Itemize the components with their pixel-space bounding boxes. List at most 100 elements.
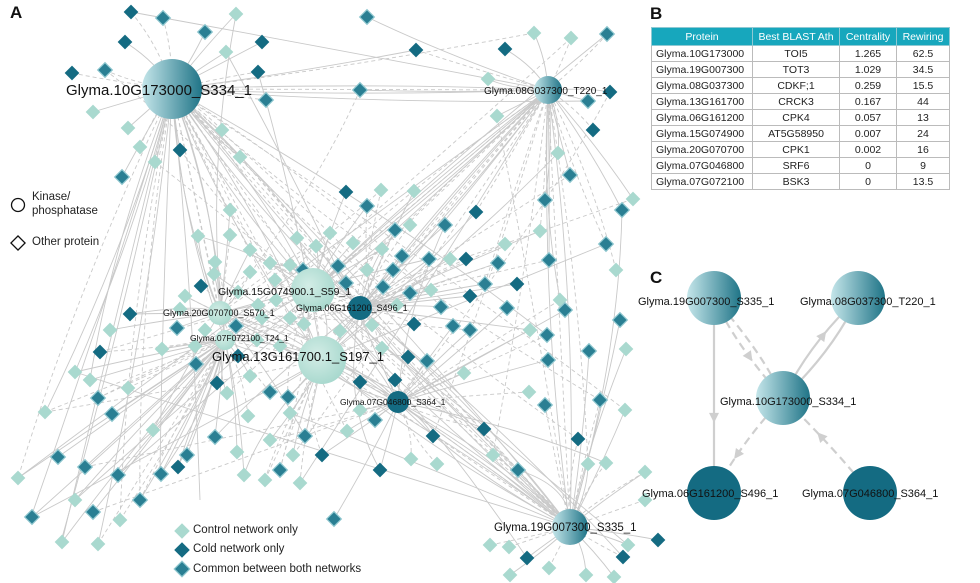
- interaction-edge: [257, 71, 323, 361]
- protein-diamond: [10, 470, 26, 486]
- table-cell: 13.5: [896, 173, 950, 190]
- protein-diamond: [338, 184, 354, 200]
- protein-diamond: [206, 428, 224, 446]
- interaction-edge: [397, 299, 561, 403]
- centrality-table: Protein Best BLAST Ath Centrality Rewiri…: [651, 27, 950, 190]
- legend-diamond-symbol: [10, 235, 26, 251]
- interaction-edge: [299, 89, 549, 484]
- protein-diamond: [351, 81, 369, 99]
- protein-diamond: [578, 567, 594, 583]
- protein-diamond: [289, 230, 305, 246]
- interaction-edge: [171, 88, 442, 308]
- edge-arrowhead: [709, 412, 719, 423]
- protein-diamond: [502, 567, 518, 583]
- protein-diamond: [89, 389, 107, 407]
- protein-diamond: [613, 201, 631, 219]
- interaction-edge: [312, 289, 571, 528]
- protein-diamond: [521, 384, 537, 400]
- hub-label: Glyma.10G173000_S334_1: [66, 82, 252, 99]
- protein-diamond: [456, 365, 472, 381]
- protein-diamond: [85, 104, 101, 120]
- table-cell: 1.265: [839, 45, 897, 62]
- protein-diamond: [218, 44, 234, 60]
- table-cell: 16: [896, 141, 950, 158]
- protein-diamond: [268, 292, 284, 308]
- protein-diamond: [489, 108, 505, 124]
- protein-diamond: [292, 475, 308, 491]
- protein-diamond: [498, 299, 516, 317]
- protein-diamond: [359, 262, 375, 278]
- interaction-edge: [139, 339, 226, 501]
- interaction-edge: [546, 89, 571, 528]
- interaction-edge: [359, 230, 541, 309]
- table-cell: CRCK3: [752, 93, 840, 110]
- table-cell: 0.057: [839, 109, 897, 126]
- protein-diamond: [436, 216, 454, 234]
- protein-diamond: [387, 372, 403, 388]
- hub-node: [208, 301, 232, 325]
- protein-diamond: [585, 122, 601, 138]
- protein-diamond: [374, 241, 390, 257]
- protein-diamond: [282, 257, 298, 273]
- interaction-edge: [359, 283, 486, 309]
- protein-diamond: [222, 227, 238, 243]
- protein-diamond: [329, 257, 347, 275]
- protein-diamond: [406, 183, 422, 199]
- interaction-edge: [359, 89, 549, 309]
- interaction-edge: [92, 339, 226, 513]
- protein-diamond: [386, 221, 404, 239]
- edge-arrowhead: [742, 350, 753, 362]
- network-c-node: [843, 466, 897, 520]
- protein-diamond: [497, 41, 513, 57]
- table-header-blast: Best BLAST Ath: [752, 27, 840, 46]
- protein-diamond: [602, 84, 618, 100]
- table-cell: Glyma.07G046800: [651, 157, 753, 174]
- protein-diamond: [254, 34, 270, 50]
- interaction-edge: [475, 89, 549, 213]
- interaction-edge: [312, 89, 549, 291]
- protein-diamond: [67, 364, 83, 380]
- hub-label: Glyma.07G046800_S364_1: [340, 397, 446, 407]
- interaction-edge: [359, 189, 382, 309]
- protein-diamond: [615, 549, 631, 565]
- protein-diamond: [196, 23, 214, 41]
- interaction-edge: [321, 89, 549, 361]
- network-a-nodes: [10, 4, 666, 583]
- protein-diamond: [172, 142, 188, 158]
- legend-cold-label: Cold network only: [193, 543, 285, 555]
- interaction-edge: [179, 149, 399, 403]
- protein-diamond: [332, 323, 348, 339]
- hub-label: Glyma.07F072100_T24_1: [190, 333, 289, 343]
- protein-diamond: [408, 42, 424, 58]
- protein-diamond: [532, 223, 548, 239]
- network-a-edges: [17, 11, 659, 578]
- protein-diamond: [227, 317, 245, 335]
- interaction-edge: [219, 89, 361, 314]
- hub-node: [348, 296, 372, 320]
- protein-diamond: [611, 311, 629, 329]
- table-cell: 0.167: [839, 93, 897, 110]
- protein-diamond: [580, 342, 598, 360]
- protein-diamond: [425, 428, 441, 444]
- protein-diamond: [497, 236, 513, 252]
- protein-diamond: [364, 317, 380, 333]
- protein-diamond: [230, 348, 246, 364]
- table-cell: Glyma.08G037300: [651, 77, 753, 94]
- protein-diamond: [177, 288, 193, 304]
- hub-node: [387, 391, 409, 413]
- table-cell: TOT3: [752, 61, 840, 78]
- edge-arrowhead: [816, 331, 827, 343]
- interaction-edge: [397, 329, 531, 403]
- protein-diamond: [254, 310, 270, 326]
- interaction-edge: [171, 88, 361, 309]
- protein-diamond: [501, 539, 517, 555]
- interaction-edge: [289, 412, 571, 528]
- interaction-edge: [359, 174, 571, 309]
- interaction-edge: [57, 339, 226, 458]
- table-cell: CPK4: [752, 109, 840, 126]
- interaction-edge: [139, 88, 173, 501]
- network-c-label: Glyma.19G007300_S335_1: [638, 296, 774, 308]
- table-cell: 0: [839, 173, 897, 190]
